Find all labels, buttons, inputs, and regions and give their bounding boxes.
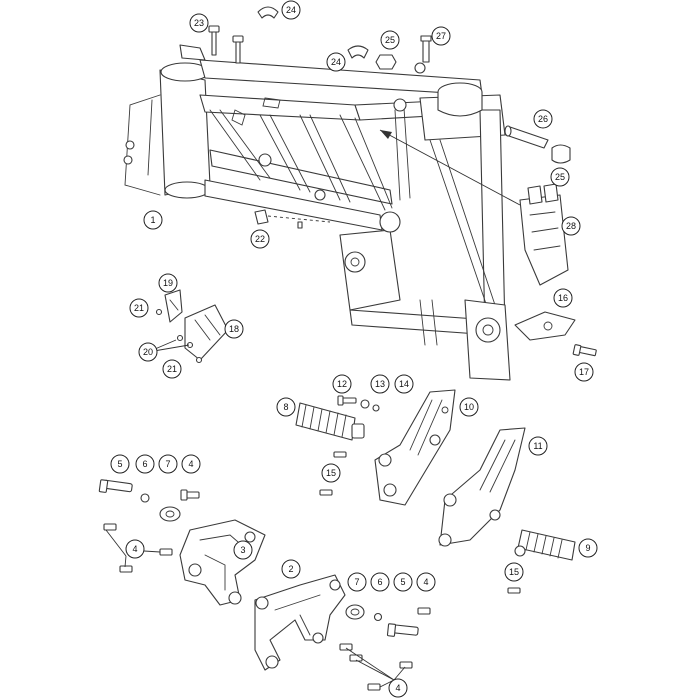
part-2-bracket <box>254 574 346 671</box>
svg-text:3: 3 <box>240 545 245 555</box>
svg-text:23: 23 <box>194 18 204 28</box>
callout-6: 6 <box>370 572 390 592</box>
callout-3: 3 <box>233 540 253 560</box>
svg-text:26: 26 <box>538 114 548 124</box>
callout-13: 13 <box>370 374 390 394</box>
callout-10: 10 <box>459 397 479 417</box>
svg-text:7: 7 <box>354 577 359 587</box>
callout-27: 27 <box>431 26 451 46</box>
svg-text:5: 5 <box>400 577 405 587</box>
bolt-15-upper <box>333 451 347 458</box>
callout-14: 14 <box>394 374 414 394</box>
bottom-fasteners <box>339 604 431 691</box>
callout-15: 15 <box>504 562 524 582</box>
callout-6: 6 <box>135 454 155 474</box>
callout-21: 21 <box>162 359 182 379</box>
callout-8: 8 <box>276 397 296 417</box>
svg-text:28: 28 <box>566 221 576 231</box>
part-3-bracket <box>179 519 266 606</box>
svg-text:9: 9 <box>585 543 590 553</box>
callout-24: 24 <box>326 52 346 72</box>
callout-11: 11 <box>528 436 548 456</box>
svg-text:25: 25 <box>385 35 395 45</box>
callout-5: 5 <box>393 572 413 592</box>
svg-text:6: 6 <box>142 459 147 469</box>
callout-7: 7 <box>347 572 367 592</box>
callout-4: 4 <box>125 539 145 559</box>
svg-text:24: 24 <box>331 57 341 67</box>
top-fasteners <box>208 6 571 229</box>
part-16-bracket <box>514 311 597 357</box>
callout-4: 4 <box>181 454 201 474</box>
svg-text:21: 21 <box>167 364 177 374</box>
svg-text:14: 14 <box>399 379 409 389</box>
callout-24: 24 <box>281 0 301 20</box>
callout-5: 5 <box>110 454 130 474</box>
callout-20: 20 <box>138 342 158 362</box>
callout-18: 18 <box>224 319 244 339</box>
svg-text:4: 4 <box>395 683 400 693</box>
fasteners-12-14 <box>337 395 380 412</box>
svg-text:1: 1 <box>150 215 155 225</box>
svg-text:19: 19 <box>163 278 173 288</box>
part-11-hanger <box>438 427 526 547</box>
callout-25: 25 <box>380 30 400 50</box>
callout-25: 25 <box>550 167 570 187</box>
part-8-footpeg <box>295 402 365 441</box>
callout-2: 2 <box>281 559 301 579</box>
svg-text:17: 17 <box>579 367 589 377</box>
svg-text:16: 16 <box>558 293 568 303</box>
svg-text:2: 2 <box>288 564 293 574</box>
callout-9: 9 <box>578 538 598 558</box>
svg-text:5: 5 <box>117 459 122 469</box>
svg-text:4: 4 <box>423 577 428 587</box>
svg-text:22: 22 <box>255 234 265 244</box>
svg-text:27: 27 <box>436 31 446 41</box>
bolt-15-lower <box>319 489 333 496</box>
svg-text:21: 21 <box>134 303 144 313</box>
svg-text:15: 15 <box>509 567 519 577</box>
callout-12: 12 <box>332 374 352 394</box>
callout-1: 1 <box>143 210 163 230</box>
part-9-footpeg <box>507 529 576 594</box>
svg-text:6: 6 <box>377 577 382 587</box>
svg-text:24: 24 <box>286 5 296 15</box>
part-18-bracket <box>155 289 229 364</box>
main-frame <box>123 44 511 381</box>
part-28-guard <box>519 183 569 286</box>
svg-text:10: 10 <box>464 402 474 412</box>
svg-text:15: 15 <box>326 468 336 478</box>
callout-15: 15 <box>321 463 341 483</box>
svg-text:4: 4 <box>188 459 193 469</box>
callout-22: 22 <box>250 229 270 249</box>
callout-labels: 1 2 3 4 4 4 4 5 5 6 6 7 7 8 9 10 11 12 1… <box>110 0 598 698</box>
svg-text:4: 4 <box>132 544 137 554</box>
left-fasteners <box>98 479 200 573</box>
svg-text:20: 20 <box>143 347 153 357</box>
svg-text:25: 25 <box>555 172 565 182</box>
callout-4: 4 <box>388 678 408 698</box>
svg-text:18: 18 <box>229 324 239 334</box>
svg-text:7: 7 <box>165 459 170 469</box>
callout-7: 7 <box>158 454 178 474</box>
callout-19: 19 <box>158 273 178 293</box>
part-10-hanger <box>374 389 456 506</box>
svg-text:8: 8 <box>283 402 288 412</box>
callout-23: 23 <box>189 13 209 33</box>
callout-16: 16 <box>553 288 573 308</box>
callout-26: 26 <box>533 109 553 129</box>
svg-text:11: 11 <box>533 441 542 451</box>
callout-17: 17 <box>574 362 594 382</box>
svg-text:12: 12 <box>337 379 347 389</box>
assembly-arrow <box>379 129 521 206</box>
callout-28: 28 <box>561 216 581 236</box>
svg-text:13: 13 <box>375 379 385 389</box>
callout-21: 21 <box>129 298 149 318</box>
callout-4: 4 <box>416 572 436 592</box>
